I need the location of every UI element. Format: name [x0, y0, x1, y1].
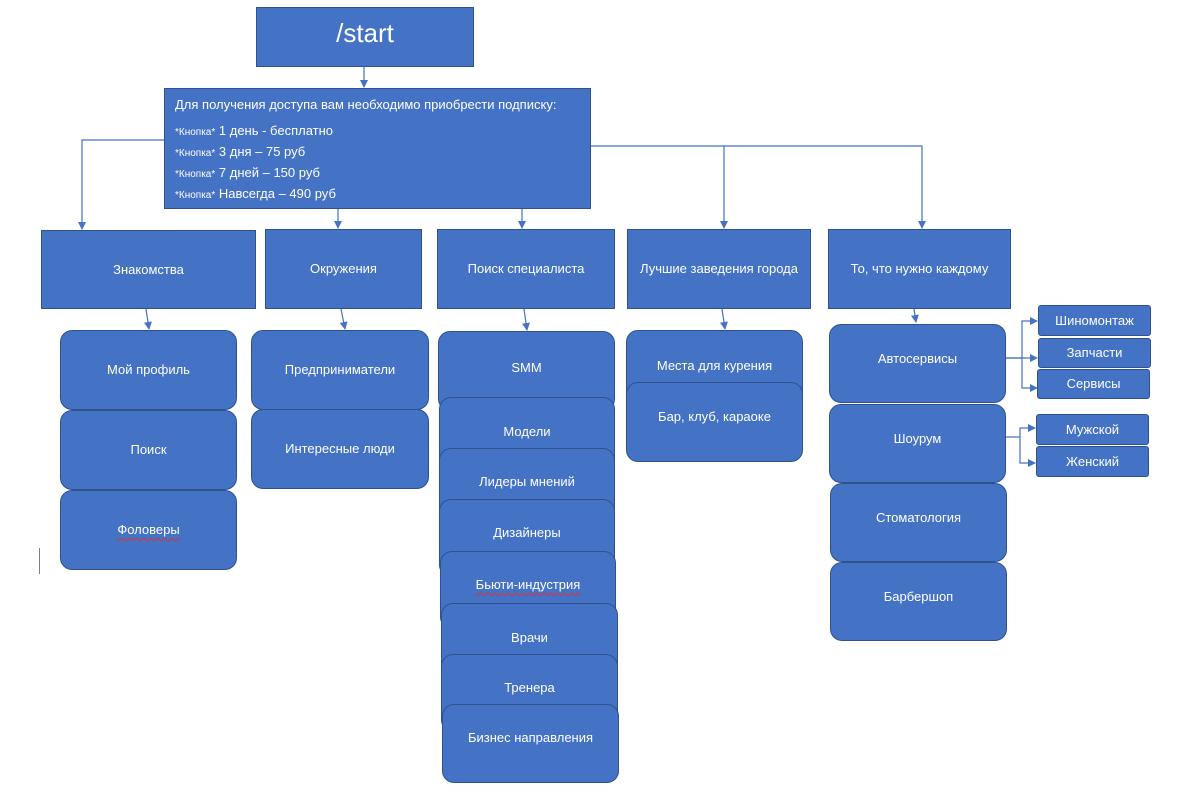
- dating-item-followers[interactable]: Фоловеры: [60, 490, 237, 570]
- category-specialist-search[interactable]: Поиск специалиста: [437, 229, 615, 309]
- connector-to-dating: [78, 139, 164, 230]
- surroundings-item-entrepreneurs[interactable]: Предприниматели: [251, 330, 429, 410]
- autoservice-sub-tire-fitting[interactable]: Шиномонтаж: [1038, 305, 1151, 336]
- connector-venues-items: [720, 308, 728, 330]
- connector-specialists-items: [522, 308, 530, 331]
- start-command-label: /start: [336, 18, 394, 48]
- subscription-option-3-days[interactable]: *Кнопка* 3 дня – 75 руб: [175, 144, 306, 159]
- category-best-venues[interactable]: Лучшие заведения города: [627, 229, 811, 309]
- connector-autoservice-services: [1021, 358, 1038, 392]
- connector-essentials-items: [910, 308, 919, 323]
- text-cursor: [39, 548, 40, 574]
- category-dating[interactable]: Знакомства: [41, 230, 256, 309]
- specialist-item-business[interactable]: Бизнес направления: [442, 704, 619, 783]
- autoservice-sub-spare-parts[interactable]: Запчасти: [1038, 338, 1151, 368]
- connector-surroundings-items: [339, 308, 348, 330]
- subscription-option-forever[interactable]: *Кнопка* Навсегда – 490 руб: [175, 186, 336, 201]
- essentials-item-autoservice[interactable]: Автосервисы: [829, 324, 1006, 403]
- category-essentials[interactable]: То, что нужно каждому: [828, 229, 1011, 309]
- connector-showroom-women: [1019, 437, 1036, 467]
- essentials-item-dentistry[interactable]: Стоматология: [830, 483, 1007, 562]
- subscription-option-7-days[interactable]: *Кнопка* 7 дней – 150 руб: [175, 165, 320, 180]
- showroom-sub-womens[interactable]: Женский: [1036, 446, 1149, 477]
- essentials-item-barbershop[interactable]: Барбершоп: [830, 562, 1007, 641]
- essentials-item-showroom[interactable]: Шоурум: [829, 404, 1006, 483]
- showroom-sub-mens[interactable]: Мужской: [1036, 414, 1149, 445]
- dating-item-my-profile[interactable]: Мой профиль: [60, 330, 237, 410]
- surroundings-item-interesting-people[interactable]: Интересные люди: [251, 409, 429, 489]
- autoservice-sub-services[interactable]: Сервисы: [1037, 369, 1150, 399]
- connector-autoservice-tire: [1006, 317, 1038, 359]
- connector-to-essentials: [724, 145, 926, 229]
- connector-dating-items: [144, 308, 152, 330]
- start-command-box[interactable]: /start: [256, 7, 474, 67]
- category-surroundings[interactable]: Окружения: [265, 229, 422, 309]
- subscription-title: Для получения доступа вам необходимо при…: [175, 97, 557, 112]
- connector-showroom-men: [1006, 424, 1036, 438]
- dating-item-search[interactable]: Поиск: [60, 410, 237, 490]
- subscription-option-1-day[interactable]: *Кнопка* 1 день - бесплатно: [175, 123, 334, 138]
- subscription-box: Для получения доступа вам необходимо при…: [164, 88, 591, 209]
- connector-to-venues: [591, 145, 728, 229]
- venues-item-bar-club-karaoke[interactable]: Бар, клуб, караоке: [626, 382, 803, 462]
